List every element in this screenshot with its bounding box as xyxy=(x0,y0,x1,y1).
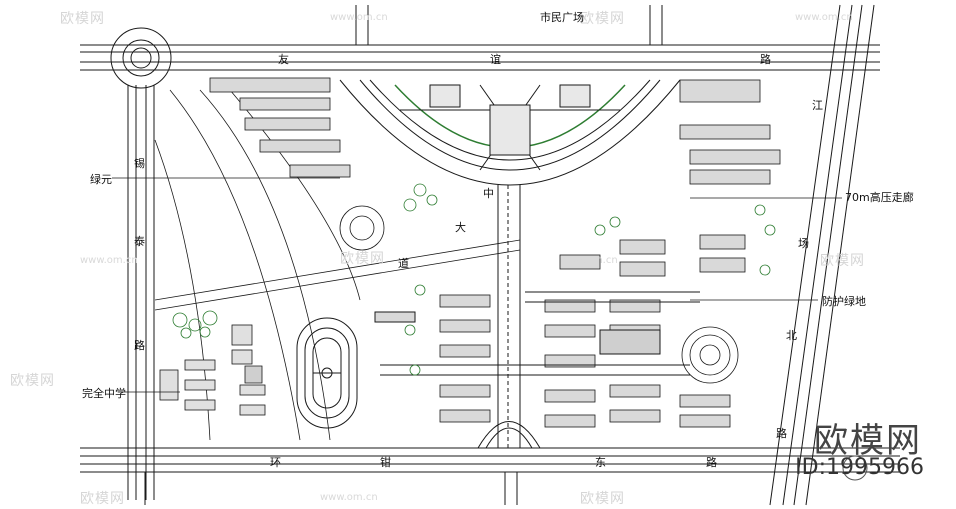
tree-clusters xyxy=(172,183,776,376)
road-char: 场 xyxy=(798,237,809,250)
east-circular-plaza xyxy=(339,205,739,384)
watermark-url: www.om.cn xyxy=(320,492,378,503)
road-char: 大 xyxy=(455,221,466,234)
brand-id: ID:1995966 xyxy=(795,455,924,480)
school-buildings xyxy=(159,324,266,416)
central-axis xyxy=(477,185,541,449)
road-char: 路 xyxy=(134,339,145,352)
east-west-band xyxy=(374,291,700,376)
road-network xyxy=(80,4,900,506)
road-char: 锡 xyxy=(134,157,145,170)
road-char: 江 xyxy=(812,99,823,112)
watermark-text: 欧模网 xyxy=(340,251,385,267)
brand-name: 欧模网 xyxy=(814,421,922,461)
building-blocks xyxy=(209,77,781,428)
label-leaders xyxy=(112,177,842,393)
brand-circle xyxy=(842,455,868,481)
road-char: 谊 xyxy=(490,53,501,66)
road-char: 友 xyxy=(278,53,289,66)
road-char: 泰 xyxy=(134,235,145,248)
watermark-text: 欧模网 xyxy=(80,491,125,507)
road-char: 中 xyxy=(483,187,494,200)
road-char: 钳 xyxy=(380,456,391,469)
road-char: 道 xyxy=(398,257,409,270)
watermark-text: 欧模网 xyxy=(820,253,865,269)
label-school: 完全中学 xyxy=(82,387,126,400)
road-char: 东 xyxy=(595,456,606,469)
road-char: 路 xyxy=(776,427,787,440)
label-protective-green: 防护绿地 xyxy=(822,295,866,308)
watermark-url: www.om.cn xyxy=(795,12,853,23)
label-green-belt: 绿元 xyxy=(90,173,112,186)
central-plaza xyxy=(339,79,681,186)
road-char: 北 xyxy=(786,329,797,342)
watermark-text: 欧模网 xyxy=(580,11,625,27)
road-char: 路 xyxy=(760,53,771,66)
watermark-text: 欧模网 xyxy=(580,491,625,507)
road-char: 路 xyxy=(706,456,717,469)
watermark-url: www.om.cn xyxy=(80,255,138,266)
road-char: 环 xyxy=(270,456,281,469)
watermark-url: www.om.cn xyxy=(330,12,388,23)
running-track xyxy=(296,317,358,429)
watermark-text: 欧模网 xyxy=(10,373,55,389)
label-plaza: 市民广场 xyxy=(540,11,584,24)
diagonal-green-strip xyxy=(154,89,521,441)
watermark-text: 欧模网 xyxy=(60,11,105,27)
label-power-corridor: 70m高压走廊 xyxy=(845,191,914,204)
watermark-url: www.om.cn xyxy=(560,255,618,266)
